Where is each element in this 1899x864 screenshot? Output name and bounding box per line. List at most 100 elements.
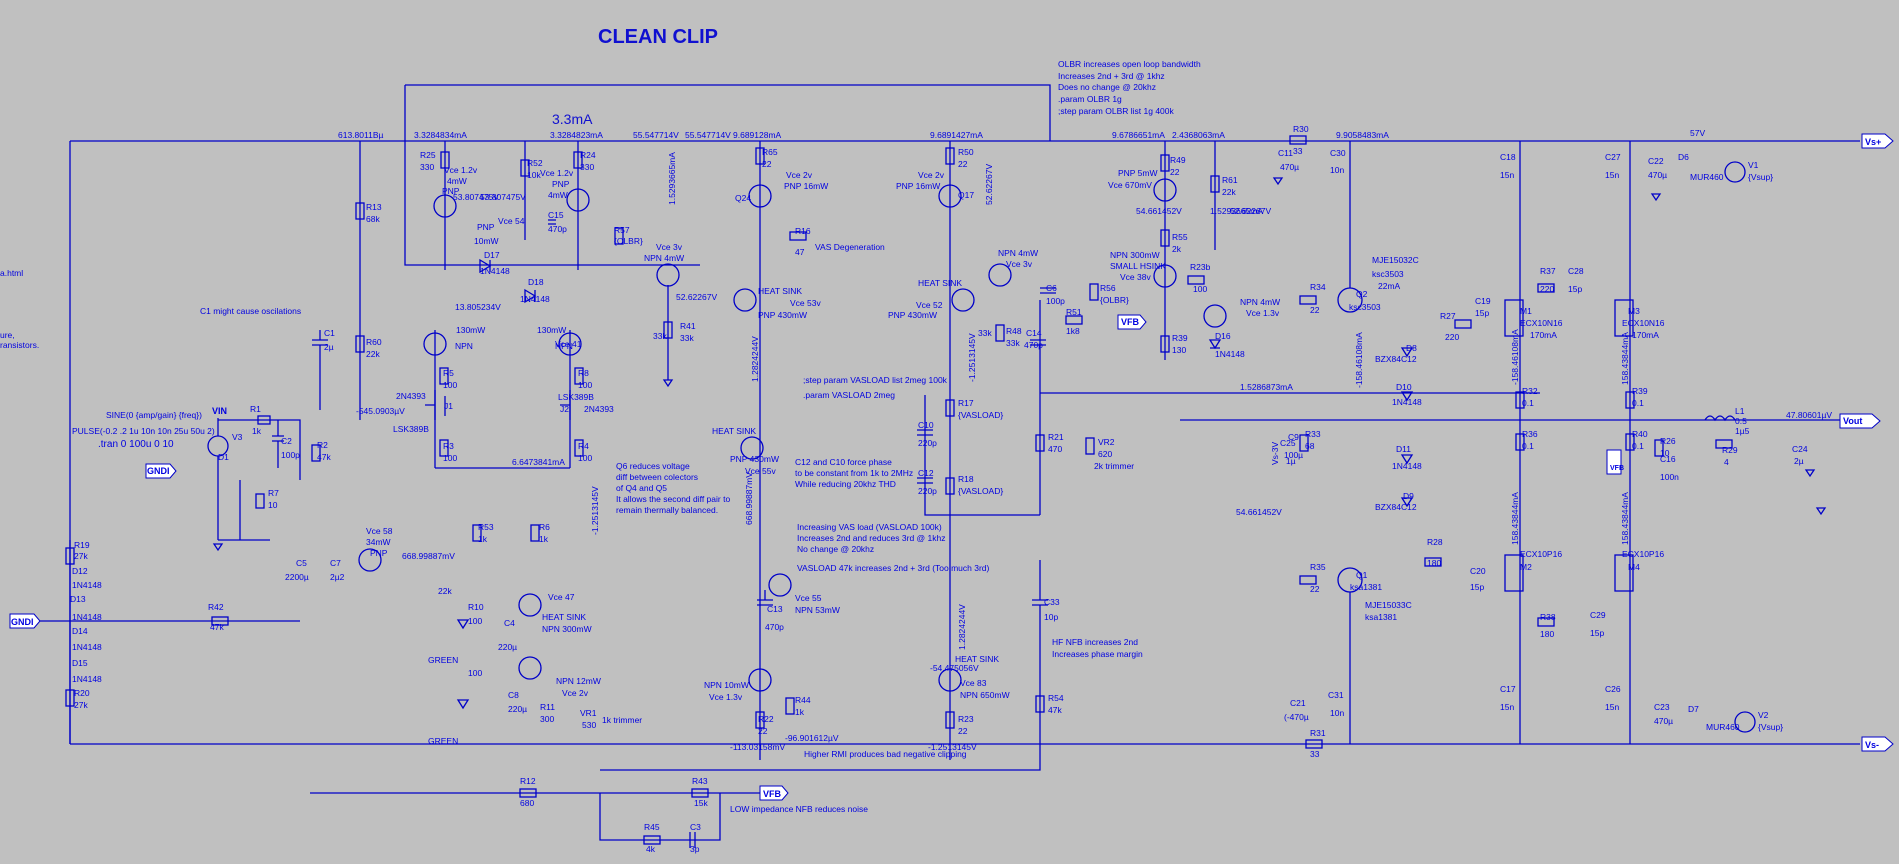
svg-text:1k: 1k [252, 426, 262, 436]
svg-text:22: 22 [958, 159, 968, 169]
led-green-2[interactable]: GREEN [428, 699, 470, 746]
svg-text:158.43844mA: 158.43844mA [1510, 492, 1520, 545]
svg-text:R30: R30 [1293, 124, 1309, 134]
svg-text:1µ: 1µ [1286, 456, 1296, 466]
vs-plus-port[interactable]: Vs+ [1861, 133, 1894, 149]
vs-minus-port[interactable]: Vs- [1861, 736, 1894, 752]
svg-text:470p: 470p [1024, 340, 1043, 350]
vfb-port-mid[interactable]: VFB [1117, 314, 1147, 330]
schematic-title: CLEAN CLIP [598, 26, 718, 48]
svg-text:R5: R5 [443, 368, 454, 378]
svg-text:33k: 33k [680, 333, 694, 343]
svg-text:V2: V2 [1758, 710, 1769, 720]
svg-text:OLBR increases open loop bandw: OLBR increases open loop bandwidth [1058, 59, 1201, 69]
svg-text:1.2824244V: 1.2824244V [957, 604, 967, 650]
svg-text:68k: 68k [366, 214, 380, 224]
svg-text:R53: R53 [478, 522, 494, 532]
led-green-1[interactable]: GREEN [428, 619, 470, 665]
svg-text:100: 100 [443, 453, 457, 463]
svg-text:R23b: R23b [1190, 262, 1211, 272]
svg-text:Vce 670mV: Vce 670mV [1108, 180, 1152, 190]
edge-label: ransistors. [0, 340, 39, 350]
svg-text:34mW: 34mW [366, 537, 391, 547]
svg-text:C18: C18 [1500, 152, 1516, 162]
svg-text:C30: C30 [1330, 148, 1346, 158]
svg-text:22: 22 [1170, 167, 1180, 177]
svg-text:Q24: Q24 [735, 193, 751, 203]
gndi-port-top[interactable]: GNDI [145, 463, 177, 479]
vfb-port-output[interactable]: VFB [1606, 449, 1624, 475]
svg-text:{OLBR}: {OLBR} [1100, 295, 1129, 305]
svg-text:170mA: 170mA [1530, 330, 1557, 340]
svg-text:15n: 15n [1605, 702, 1619, 712]
current-note: 3.3mA [552, 111, 593, 127]
svg-text:R55: R55 [1172, 232, 1188, 242]
svg-text:1µ5: 1µ5 [1735, 426, 1750, 436]
svg-text:10n: 10n [1330, 165, 1344, 175]
vout-port[interactable]: Vout [1839, 413, 1881, 429]
svg-text:R18: R18 [958, 474, 974, 484]
vasload47-note: VASLOAD 47k increases 2nd + 3rd (Too muc… [797, 563, 990, 573]
svg-text:R11: R11 [540, 702, 555, 712]
jfet-j2[interactable]: J2 2N4393 LSK389B [558, 390, 614, 420]
svg-text:R29: R29 [1722, 445, 1738, 455]
vfb-port-bottom[interactable]: VFB [759, 785, 789, 801]
svg-text:R57: R57 [614, 225, 630, 235]
svg-text:C4: C4 [504, 618, 515, 628]
svg-text:R36: R36 [1522, 429, 1538, 439]
svg-text:NPN: NPN [555, 341, 573, 351]
svg-text:GREEN: GREEN [428, 736, 458, 746]
svg-text:220µ: 220µ [498, 642, 517, 652]
gndi-port-left[interactable]: GNDI [9, 613, 41, 629]
svg-text:;step param VASLOAD list 2meg: ;step param VASLOAD list 2meg 100k [803, 375, 948, 385]
input-source-v3[interactable]: V3 [207, 418, 243, 472]
svg-text:1k: 1k [795, 707, 805, 717]
